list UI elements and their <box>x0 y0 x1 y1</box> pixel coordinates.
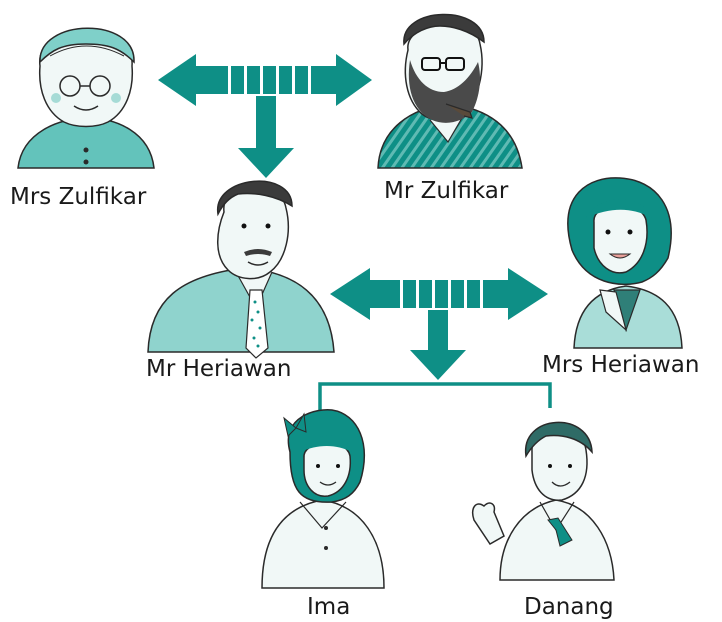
double-headed-arrow-icon <box>158 54 372 106</box>
sibling-bracket-line <box>318 382 552 418</box>
double-headed-arrow-icon <box>330 268 548 320</box>
down-arrow-icon <box>238 96 294 178</box>
label-mrs-zulfikar: Mrs Zulfikar <box>10 184 147 210</box>
father-icon <box>147 180 335 359</box>
mother-icon <box>567 177 683 349</box>
label-mr-zulfikar: Mr Zulfikar <box>384 178 509 204</box>
label-mr-heriawan: Mr Heriawan <box>146 356 292 382</box>
label-mrs-heriawan: Mrs Heriawan <box>542 352 700 378</box>
grandmother-icon <box>17 27 155 169</box>
label-danang: Danang <box>524 594 614 620</box>
grandfather-icon <box>377 13 523 169</box>
down-arrow-icon <box>410 310 466 380</box>
label-ima: Ima <box>307 594 351 620</box>
boy-icon <box>472 421 615 581</box>
girl-icon <box>261 408 385 589</box>
